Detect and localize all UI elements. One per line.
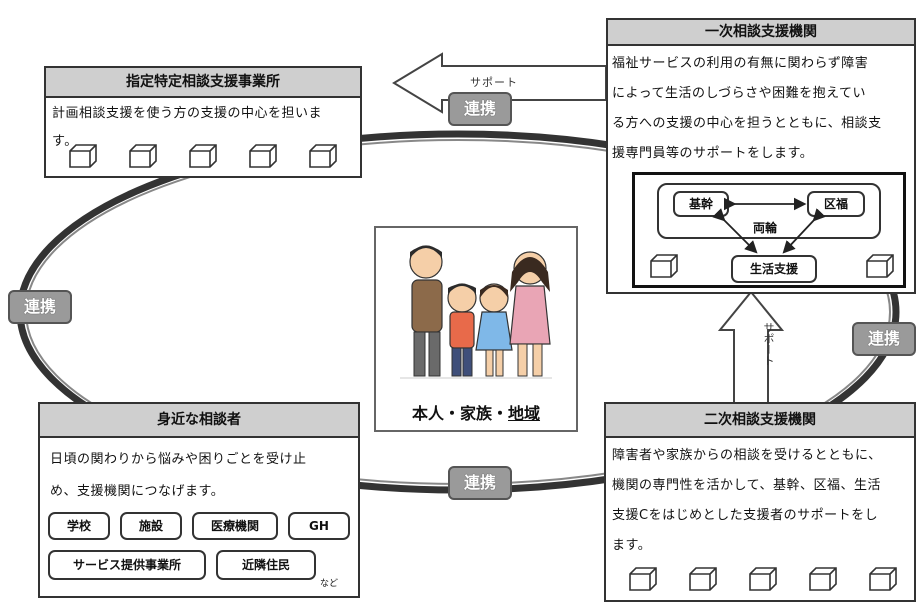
office-cube-icon <box>650 254 678 278</box>
office-cube-icon <box>809 567 837 591</box>
connector-arrows <box>712 197 826 254</box>
mijika-line2: め、支援機関につなげます。 <box>50 484 225 499</box>
niji-line3: 支援Cをはじめとした支援者のサポートをし <box>612 508 879 523</box>
tag-medical: 医療機関 <box>192 512 278 540</box>
office-cube-icon <box>69 144 97 168</box>
niji-line1: 障害者や家族からの相談を受けるとともに、 <box>612 448 882 463</box>
ichiji-inner-panel: 基幹 区福 両輪 生活支援 <box>632 172 906 288</box>
support-arrow-left-label: サポート <box>470 76 518 89</box>
renkei-badge-left: 連携 <box>8 290 72 324</box>
office-cube-icon <box>689 567 717 591</box>
shitei-line1: 計画相談支援を使う方の支援の中心を担いま <box>52 106 323 121</box>
office-cube-icon <box>129 144 157 168</box>
ichiji-line3: る方への支援の中心を担うとともに、相談支 <box>612 116 882 131</box>
shitei-title: 指定特定相談支援事業所 <box>46 68 360 98</box>
renkei-badge-top: 連携 <box>448 92 512 126</box>
ryorin-label: 両輪 <box>751 219 780 236</box>
center-panel: 本人・家族・地域 <box>374 226 578 432</box>
office-cube-icon <box>189 144 217 168</box>
office-cube-icon <box>749 567 777 591</box>
center-caption: 本人・家族・地域 <box>376 400 576 424</box>
office-cube-icon <box>869 567 897 591</box>
niji-line2: 機関の専門性を活かして、基幹、区福、生活 <box>612 478 881 493</box>
renkei-badge-bottom: 連携 <box>448 466 512 500</box>
mijika-title: 身近な相談者 <box>40 404 358 438</box>
mijika-line1: 日頃の関わりから悩みや困りごとを受け止 <box>50 452 307 467</box>
ichiji-box: 一次相談支援機関 福祉サービスの利用の有無に関わらず障害 によって生活のしづらさ… <box>606 18 916 294</box>
niji-box: 二次相談支援機関 障害者や家族からの相談を受けるとともに、 機関の専門性を活かし… <box>604 402 916 602</box>
tag-school: 学校 <box>48 512 110 540</box>
ichiji-line2: によって生活のしづらさや困難を抱えてい <box>612 86 867 101</box>
ichiji-title: 一次相談支援機関 <box>608 20 914 46</box>
ichiji-inner-frame <box>657 183 881 239</box>
office-cube-icon <box>866 254 894 278</box>
tag-service-provider: サービス提供事業所 <box>48 550 206 580</box>
support-arrow-up-label: サポート <box>762 322 775 366</box>
tag-gh: GH <box>288 512 350 540</box>
tag-neighbors: 近隣住民 <box>216 550 316 580</box>
shitei-line2: す。 <box>52 134 78 149</box>
renkei-badge-right: 連携 <box>852 322 916 356</box>
ichiji-line4: 援専門員等のサポートをします。 <box>612 146 814 161</box>
office-cube-icon <box>629 567 657 591</box>
nado-label: など <box>320 579 339 589</box>
seikatsu-tag: 生活支援 <box>731 255 817 283</box>
office-cube-icon <box>309 144 337 168</box>
center-caption-a: 本人・家族・ <box>411 404 508 423</box>
mijika-box: 身近な相談者 日頃の関わりから悩みや困りごとを受け止 め、支援機関につなげます。… <box>38 402 360 598</box>
family-illustration <box>400 245 552 379</box>
niji-title: 二次相談支援機関 <box>606 404 914 438</box>
center-caption-b: 地域 <box>508 404 541 423</box>
ichiji-line1: 福祉サービスの利用の有無に関わらず障害 <box>612 56 869 71</box>
office-cube-icon <box>249 144 277 168</box>
niji-line4: ます。 <box>612 538 652 553</box>
shitei-box: 指定特定相談支援事業所 計画相談支援を使う方の支援の中心を担いま す。 <box>44 66 362 178</box>
tag-facility: 施設 <box>120 512 182 540</box>
